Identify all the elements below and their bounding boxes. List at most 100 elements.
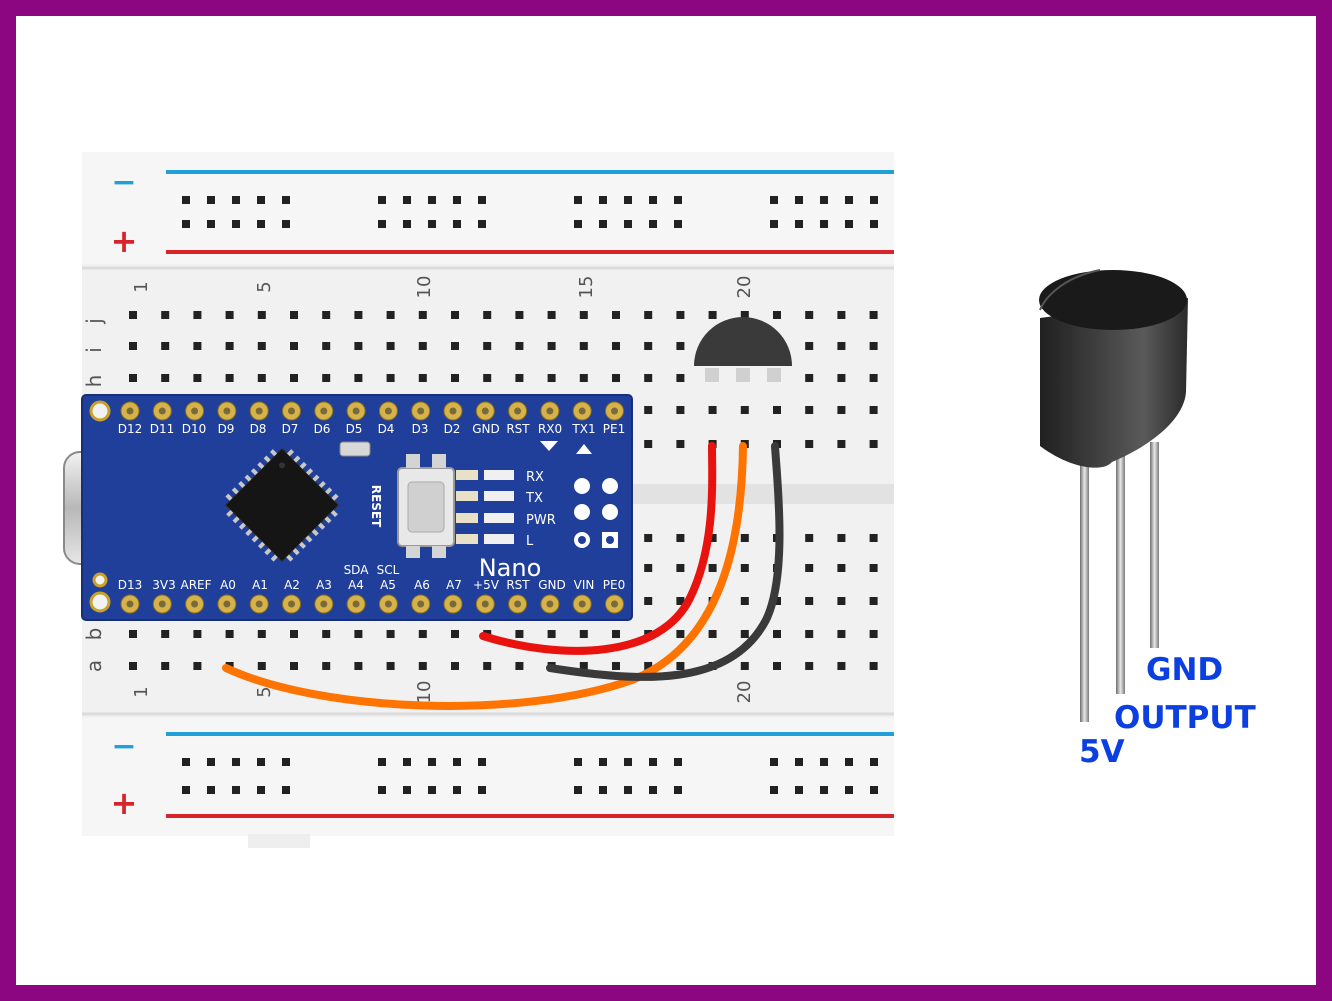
rail-holes xyxy=(182,196,878,794)
pin-label-5v: +5V xyxy=(473,578,500,592)
rail-hole xyxy=(870,786,878,794)
chip-pin xyxy=(244,474,252,482)
chip-pin xyxy=(231,487,239,495)
top-rail-plus: + xyxy=(111,222,138,260)
rail-hole xyxy=(232,196,240,204)
terminal-hole xyxy=(418,374,427,382)
scl-label: SCL xyxy=(377,563,400,577)
pin-label-tx1: TX1 xyxy=(571,422,595,436)
terminal-hole xyxy=(869,534,878,542)
header-pin-hole xyxy=(320,600,328,608)
terminal-hole xyxy=(805,406,814,414)
header-pin-hole xyxy=(223,407,231,415)
rail-hole xyxy=(795,758,803,766)
rail-hole xyxy=(478,220,486,228)
rail-hole xyxy=(599,758,607,766)
chip-pin xyxy=(330,509,338,518)
chip-pin xyxy=(238,522,246,530)
col-num-1-top: 1 xyxy=(131,281,152,292)
rail-hole xyxy=(820,786,828,794)
terminal-hole xyxy=(418,630,427,638)
pin-label-d2: D2 xyxy=(444,422,461,436)
terminal-hole xyxy=(322,311,331,319)
terminal-hole xyxy=(676,662,685,670)
terminal-hole xyxy=(225,311,234,319)
terminal-hole xyxy=(676,440,685,448)
terminal-hole xyxy=(483,662,492,670)
row-letter-a: a xyxy=(82,660,106,672)
chip-pin xyxy=(232,516,240,524)
header-pin-hole xyxy=(288,407,295,415)
rail-hole xyxy=(257,196,265,204)
terminal-hole xyxy=(579,342,588,350)
rail-hole xyxy=(403,786,411,794)
terminal-hole xyxy=(290,630,298,638)
column-numbers-bottom: 1 5 10 20 xyxy=(131,681,755,704)
reset-button[interactable] xyxy=(397,454,455,558)
rail-hole xyxy=(182,758,190,766)
rail-hole xyxy=(282,786,290,794)
header-pin-hole xyxy=(288,600,295,608)
header-pin-hole xyxy=(126,600,134,608)
terminal-hole xyxy=(740,662,749,670)
pin-label-a2: A2 xyxy=(284,578,300,592)
terminal-hole xyxy=(322,374,331,382)
terminal-hole xyxy=(869,311,878,319)
rail-hole xyxy=(378,786,386,794)
terminal-hole xyxy=(676,630,685,638)
rail-hole xyxy=(453,220,461,228)
rail-hole xyxy=(574,196,582,204)
top-power-rail xyxy=(82,152,894,264)
terminal-hole xyxy=(547,374,556,382)
col-num-15-top: 15 xyxy=(576,276,597,299)
terminal-hole xyxy=(837,406,846,414)
rail-hole xyxy=(428,220,436,228)
sensor-label-gnd: GND xyxy=(1146,652,1223,688)
pin-label-a0: A0 xyxy=(220,578,236,592)
bottom-header-pins xyxy=(120,594,624,614)
microcontroller-chip xyxy=(224,447,340,563)
header-pin-hole xyxy=(514,600,522,608)
column-numbers-top: 1 5 10 15 20 xyxy=(131,276,755,299)
terminal-hole xyxy=(708,630,717,638)
row-letter-b: b xyxy=(82,628,106,641)
rail-hole xyxy=(428,786,436,794)
sensor-body xyxy=(1040,298,1188,468)
row-letter-i: i xyxy=(82,347,106,353)
rail-hole xyxy=(257,220,265,228)
terminal-hole xyxy=(290,342,298,350)
rail-hole xyxy=(770,220,778,228)
rail-hole xyxy=(453,196,461,204)
terminal-hole xyxy=(129,311,137,319)
status-leds: RX TX PWR L xyxy=(456,470,556,549)
chip-pin xyxy=(257,461,265,469)
terminal-hole xyxy=(612,374,620,382)
rail-hole xyxy=(282,196,290,204)
terminal-hole xyxy=(740,564,749,572)
col-num-5-top: 5 xyxy=(254,281,275,292)
tx-arrow-up xyxy=(576,444,592,454)
terminal-hole xyxy=(869,374,878,382)
rail-hole xyxy=(870,196,878,204)
rail-hole xyxy=(232,220,240,228)
chip-pin xyxy=(318,522,326,530)
rail-hole xyxy=(403,758,411,766)
terminal-hole xyxy=(161,342,170,350)
rx-arrow-down xyxy=(540,441,558,451)
terminal-hole xyxy=(644,597,653,605)
rail-hole xyxy=(870,220,878,228)
rail-hole xyxy=(599,196,607,204)
terminal-hole xyxy=(612,662,620,670)
terminal-hole xyxy=(161,662,170,670)
rail-hole xyxy=(845,220,853,228)
terminal-hole xyxy=(322,342,331,350)
rail-hole xyxy=(257,758,265,766)
terminal-hole xyxy=(483,374,492,382)
pin-label-d12: D12 xyxy=(118,422,143,436)
terminal-hole xyxy=(193,374,202,382)
reset-button-leg xyxy=(432,546,446,558)
pin-label-rst-bottom: RST xyxy=(506,578,530,592)
terminal-hole xyxy=(547,311,556,319)
terminal-hole xyxy=(579,311,588,319)
